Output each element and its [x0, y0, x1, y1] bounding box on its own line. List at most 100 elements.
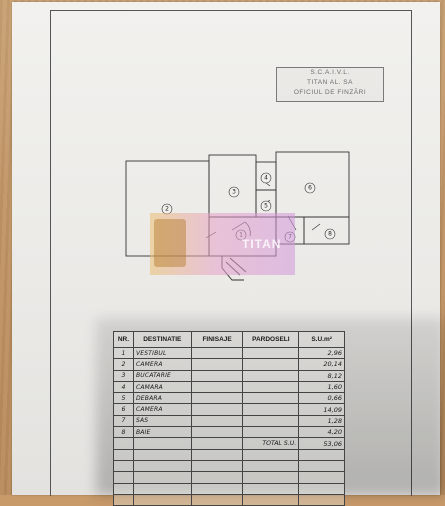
total-blank — [190, 437, 244, 450]
agency-watermark: TITAN — [150, 213, 295, 275]
header-finisaje: FINISAJE — [190, 331, 244, 348]
row-destinatie: BAIE — [132, 426, 192, 439]
table-total-row: TOTAL S.U.53,06 — [113, 437, 345, 450]
row-pardoseli — [242, 414, 300, 428]
empty-cell — [298, 482, 345, 495]
plan-label-room-3: 3 — [232, 189, 236, 196]
row-nr: 8 — [113, 426, 134, 439]
table-empty-row — [113, 493, 345, 506]
watermark-logo-icon — [154, 219, 186, 267]
table-empty-row — [113, 448, 345, 461]
empty-cell — [113, 448, 134, 461]
row-su: 1,60 — [298, 380, 345, 394]
row-destinatie: DEBARA — [132, 392, 192, 405]
empty-cell — [190, 471, 244, 484]
row-finisaje — [190, 403, 244, 416]
header-destinatie: DESTINATIE — [132, 331, 192, 348]
empty-cell — [242, 482, 300, 495]
row-pardoseli — [242, 358, 300, 371]
plan-label-room-4: 4 — [264, 175, 268, 182]
empty-cell — [242, 448, 300, 461]
plan-label-room-8: 8 — [328, 231, 332, 238]
row-finisaje — [190, 392, 244, 405]
empty-cell — [132, 459, 192, 473]
row-destinatie: CAMERA — [132, 358, 192, 371]
row-finisaje — [190, 346, 244, 360]
empty-cell — [242, 459, 300, 473]
row-destinatie: CAMERA — [132, 403, 192, 416]
row-su: 14,09 — [298, 403, 345, 416]
empty-cell — [132, 482, 192, 495]
row-destinatie: CAMARA — [132, 380, 192, 394]
row-nr: 2 — [113, 358, 134, 371]
total-blank — [132, 437, 192, 450]
office-stamp: S.C.A.I.V.L. TITAN AL. SA OFICIUL DE FIN… — [276, 67, 384, 102]
total-blank — [113, 437, 134, 450]
empty-cell — [113, 493, 134, 506]
empty-cell — [132, 471, 192, 484]
table-empty-row — [113, 482, 345, 495]
row-su: 0,66 — [298, 392, 345, 405]
row-nr: 7 — [113, 414, 134, 428]
row-su: 4,20 — [298, 426, 345, 439]
drawing-frame — [50, 10, 412, 496]
row-destinatie: BUCATARIE — [132, 369, 192, 382]
plan-room-8-outline — [303, 216, 350, 245]
row-pardoseli — [242, 380, 300, 394]
rooms-table: NR. DESTINATIE FINISAJE PARDOSELI S.U.m²… — [113, 331, 345, 506]
empty-cell — [190, 448, 244, 461]
row-su: 2,96 — [298, 346, 345, 360]
table-header-row: NR. DESTINATIE FINISAJE PARDOSELI S.U.m² — [113, 331, 345, 348]
row-pardoseli — [242, 369, 300, 382]
total-value: 53,06 — [298, 437, 345, 450]
row-pardoseli — [242, 426, 300, 439]
empty-cell — [242, 493, 300, 506]
row-pardoseli — [242, 403, 300, 416]
empty-cell — [298, 493, 345, 506]
row-su: 1,28 — [298, 414, 345, 428]
table-empty-row — [113, 471, 345, 484]
empty-cell — [298, 459, 345, 473]
stamp-line-3: OFICIUL DE FINZĂRI — [293, 89, 367, 96]
plan-label-room-6: 6 — [308, 185, 312, 192]
empty-cell — [242, 471, 300, 484]
row-finisaje — [190, 380, 244, 394]
row-finisaje — [190, 426, 244, 439]
plan-label-room-5: 5 — [264, 203, 268, 210]
row-nr: 5 — [113, 392, 134, 405]
row-finisaje — [190, 414, 244, 428]
empty-cell — [190, 493, 244, 506]
empty-cell — [113, 482, 134, 495]
header-nr: NR. — [113, 331, 134, 348]
empty-cell — [113, 459, 134, 473]
row-nr: 4 — [113, 380, 134, 394]
plan-room-3-outline — [208, 154, 257, 218]
empty-cell — [190, 459, 244, 473]
watermark-text: TITAN — [242, 237, 282, 251]
empty-cell — [190, 482, 244, 495]
row-destinatie: SAS — [132, 414, 192, 428]
empty-cell — [132, 493, 192, 506]
empty-cell — [298, 471, 345, 484]
row-su: 8,12 — [298, 369, 345, 382]
table-empty-row — [113, 459, 345, 473]
empty-cell — [298, 448, 345, 461]
row-destinatie: VESTIBUL — [132, 346, 192, 360]
row-finisaje — [190, 358, 244, 371]
empty-cell — [113, 471, 134, 484]
plan-label-room-2-left: 2 — [165, 206, 169, 213]
header-pardoseli: PARDOSELI — [242, 331, 300, 348]
stamp-line-1: S.C.A.I.V.L. — [310, 69, 350, 76]
total-label: TOTAL S.U. — [242, 437, 300, 450]
row-nr: 1 — [113, 346, 134, 360]
row-nr: 3 — [113, 369, 134, 382]
